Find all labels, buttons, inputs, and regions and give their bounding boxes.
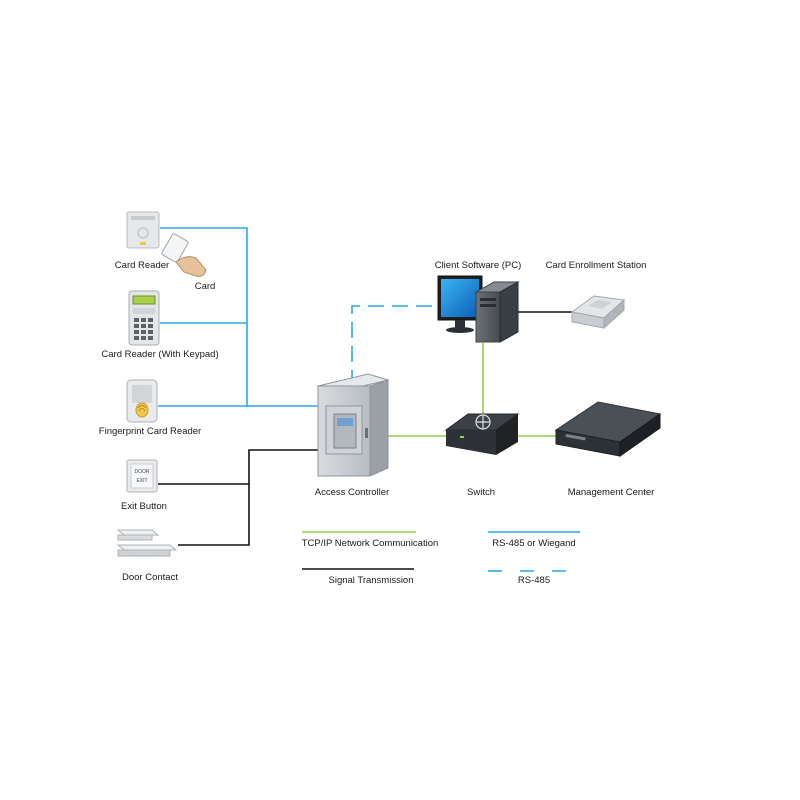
card-hand-icon — [161, 233, 207, 277]
access-controller-label: Access Controller — [314, 487, 390, 498]
card-reader-keypad-label: Card Reader (With Keypad) — [101, 349, 219, 360]
management-center-icon — [554, 401, 662, 457]
card-enrollment-station-icon — [570, 295, 626, 330]
tcp-ip-network-lines — [388, 343, 560, 437]
door-contact-icon — [116, 529, 178, 557]
management-center-label: Management Center — [567, 487, 655, 498]
keypad-card-reader-icon — [128, 290, 160, 346]
exit-button-face-line2: EXIT — [136, 478, 147, 484]
legend-tcp-ip-label: TCP/IP Network Communication — [301, 538, 439, 549]
legend — [302, 531, 580, 572]
switch-icon — [444, 413, 520, 455]
exit-button-label: Exit Button — [121, 501, 167, 512]
fingerprint-reader-label: Fingerprint Card Reader — [98, 426, 202, 437]
card-enrollment-label: Card Enrollment Station — [545, 260, 647, 271]
legend-rs485-wiegand-label: RS-485 or Wiegand — [492, 538, 576, 549]
fingerprint-reader-icon — [126, 379, 158, 423]
access-controller-icon — [316, 373, 390, 477]
card-reader-label: Card Reader — [114, 260, 170, 271]
rs485-wiegand-bus — [158, 227, 318, 407]
legend-rs485-label: RS-485 — [517, 575, 551, 586]
card-reader-icon — [126, 211, 160, 249]
rs485-dashed-link — [351, 305, 438, 386]
exit-button-icon: DOOR EXIT — [126, 459, 158, 493]
door-contact-label: Door Contact — [122, 572, 178, 583]
client-software-label: Client Software (PC) — [434, 260, 522, 271]
switch-label: Switch — [467, 487, 495, 498]
exit-button-face-line1: DOOR — [135, 469, 150, 475]
client-pc-icon — [437, 275, 520, 343]
card-label: Card — [194, 281, 216, 292]
signal-transmission-lines — [158, 449, 318, 546]
legend-signal-label: Signal Transmission — [328, 575, 414, 586]
